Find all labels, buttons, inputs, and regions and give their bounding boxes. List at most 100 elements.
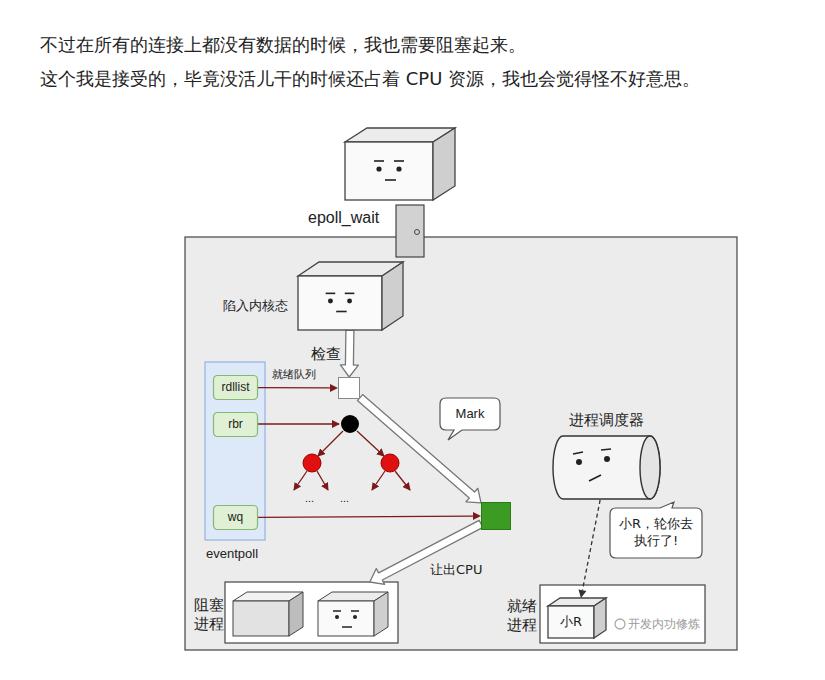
tree-branch [317,471,328,490]
field-shape [214,413,258,437]
eyebrow [394,160,404,162]
pointer-arrow [258,516,473,517]
red-tree-node [303,454,321,472]
eyebrow [601,449,611,450]
process-cube-art [345,128,455,200]
speech-bubble: 小R，轮你去 执行了! [610,508,702,558]
tree-branch [395,471,410,490]
eye [376,166,381,171]
bubble-shape [440,398,500,440]
tree-branch [372,471,385,490]
scheduler-cylinder: 进程调度器 [553,435,660,500]
tree-branch [357,431,384,456]
node-label: rbr [213,412,258,437]
eyebrow [374,160,384,162]
dashed-arrow [582,500,600,590]
eye [328,299,333,304]
cylinder-body [553,436,660,499]
body-text: 不过在所有的连接上都没有数据的时候，我也需要阻塞起来。 [40,34,526,56]
watermark-icon [615,619,625,629]
node-label: 小R，轮你去 执行了! [616,508,696,558]
check-square [338,377,360,399]
mouth [589,475,601,481]
node-label: 小R [548,606,594,638]
field-box: rdllist [213,375,258,400]
cube-side [433,128,455,200]
wait-square-art [481,502,511,530]
tree-branch [294,471,307,490]
node-label: 陷入内核态 [223,298,288,314]
connector [258,512,481,520]
process-cube-art [298,262,403,330]
kernel-region [185,237,737,650]
connector [258,384,338,392]
eye [604,456,610,462]
ready-area: 就绪 进程小R [540,585,705,643]
edge-label: 让出CPU [430,562,482,578]
cube-side [594,598,606,638]
cube-side [382,262,403,330]
field-shape [214,506,258,530]
edge-label: 检查 [311,345,341,363]
process-cube: 小R [548,598,606,638]
arrowhead [579,589,587,598]
eye [347,299,352,304]
field-box: rbr [213,412,258,437]
field-shape [214,376,258,400]
node-label: 进程调度器 [569,411,644,429]
cube-front [345,142,433,200]
scheduler-cylinder-art [553,435,660,500]
eye [576,459,582,465]
ellipsis-label: ... [340,492,349,505]
ellipsis-label: ... [305,492,314,505]
connector [579,500,601,598]
watermark: 开发内功修炼 [628,617,700,631]
arrowhead [473,512,481,520]
square [482,503,511,530]
tree-pointer [258,423,339,424]
process-cube: 陷入内核态 [298,262,403,330]
cube-side [289,592,303,636]
eye [396,166,401,171]
body-text: 这个我是接受的，毕竟没活儿干的时候还占着 CPU 资源，我也会觉得怪不好意思。 [40,68,700,90]
wait-square [481,502,511,530]
cube-front [318,601,374,636]
eye [353,615,357,619]
node-label: 就绪 进程 [507,597,539,635]
node-label: Mark [440,398,500,430]
cube-front [233,601,289,636]
eyebrow [345,293,355,295]
tree-branch [318,431,343,456]
connector [340,330,358,377]
square [339,378,360,399]
node-label: eventpoll [206,546,258,562]
black-tree-node [341,415,359,433]
arrowhead [330,384,338,392]
red-tree-node [381,454,399,472]
node-label: 阻塞 进程 [194,596,226,634]
cylinder-end [640,436,660,499]
node-label: wq [213,505,258,530]
speech-bubble: Mark [440,398,500,430]
node-label: epoll_wait [308,208,379,227]
bubble-shape [610,502,702,558]
pointer-arrow [258,387,330,389]
edge-label: 就绪队列 [272,368,316,381]
hollow-arrow [340,330,358,377]
check-square-art [338,377,360,399]
mouth [342,626,352,628]
eyebrow [573,452,583,454]
connector [370,520,483,584]
eventpoll-panel [205,362,265,540]
cube-front [298,276,382,330]
cube-front [548,606,594,638]
blocked-box [225,582,398,643]
eye [335,615,339,619]
ready-box [540,585,705,643]
mouth [336,311,347,313]
door [396,205,424,257]
blocked-area: 阻塞 进程 [225,582,398,643]
